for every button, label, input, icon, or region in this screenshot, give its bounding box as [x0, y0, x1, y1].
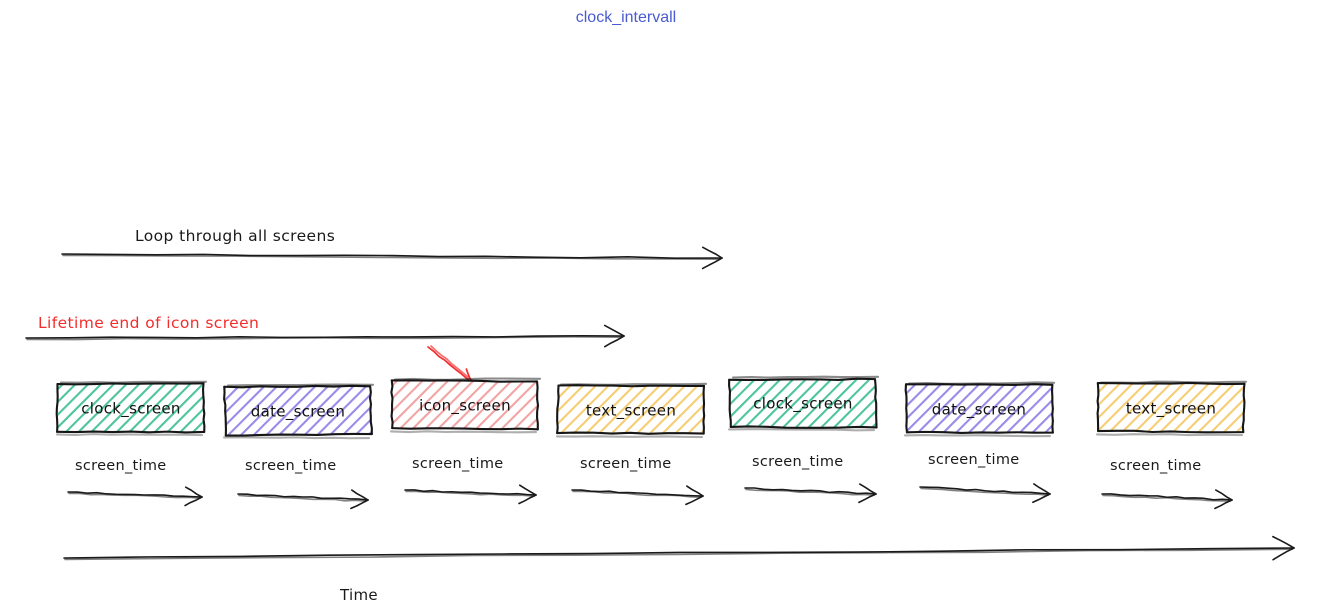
screen-time-2: screen_time [237, 458, 369, 510]
annotation-arrow [61, 246, 723, 270]
screen-box-fill [392, 381, 538, 429]
screen-time-arrow [1101, 489, 1233, 510]
screen-box-text-7[interactable]: text_screen [1095, 380, 1248, 437]
screen-time-label: screen_time [412, 456, 504, 472]
screen-time-arrow [571, 485, 704, 506]
time-axis-arrow [63, 535, 1295, 561]
screen-box-border [555, 382, 708, 439]
screen-time-label: screen_time [75, 458, 167, 474]
screen-box-label: clock_screen [81, 400, 181, 419]
screen-box-date-6[interactable]: date_screen [903, 381, 1056, 438]
screen-box-fill [225, 387, 371, 435]
annotation-loop-through-all-screens: Loop through all screens [61, 227, 723, 270]
screen-time-arrow [744, 483, 877, 504]
screen-box-label: text_screen [586, 402, 676, 421]
screen-box-label: clock_screen [753, 395, 853, 414]
screen-box-label: text_screen [1126, 400, 1216, 419]
screen-time-arrow [404, 484, 537, 505]
screen-time-arrow [67, 486, 203, 507]
screen-time-7: screen_time [1101, 458, 1233, 510]
annotation-arrow [25, 324, 625, 348]
screen-time-6: screen_time [919, 452, 1051, 504]
time-axis-label: Time [339, 586, 378, 604]
screen-time-arrow [919, 483, 1051, 504]
annotation-label: Loop through all screens [135, 227, 335, 245]
screen-box-label: date_screen [932, 401, 1027, 420]
screen-box-clock-1[interactable]: clock_screen [55, 380, 208, 437]
screen-time-label: screen_time [928, 452, 1020, 468]
screen-box-border [903, 381, 1056, 438]
screen-box-clock-5[interactable]: clock_screen [727, 375, 880, 432]
annotation-lifetime-end-of-icon-screen: Lifetime end of icon screen [25, 314, 625, 348]
screen-box-border [55, 380, 208, 437]
annotation-label: Lifetime end of icon screen [38, 314, 259, 332]
screen-box-fill [558, 386, 704, 434]
screen-boxes-group: clock_screen screen_time date_screenscreen… [55, 375, 1248, 510]
page-title: clock_intervall [576, 9, 676, 26]
time-axis-group: Time [63, 535, 1295, 604]
screen-time-label: screen_time [1110, 458, 1202, 474]
screen-box-icon-3[interactable]: icon_screen [389, 377, 542, 434]
screen-box-date-2[interactable]: date_screen [222, 383, 375, 440]
screen-box-fill [906, 385, 1052, 433]
icon-screen-pointer-arrow [427, 345, 474, 384]
icon-screen-pointer [427, 345, 474, 384]
screen-box-fill [730, 379, 876, 427]
screen-box-label: icon_screen [419, 397, 511, 416]
screen-box-text-4[interactable]: text_screen [555, 382, 708, 439]
screen-time-label: screen_time [752, 454, 844, 470]
screen-box-border [389, 377, 542, 434]
screen-time-1: screen_time [67, 458, 203, 507]
screen-time-4: screen_time [571, 456, 704, 506]
screen-box-fill [58, 384, 204, 432]
screen-time-label: screen_time [245, 458, 337, 474]
screen-time-3: screen_time [404, 456, 537, 505]
screen-box-border [727, 375, 880, 432]
screen-time-5: screen_time [744, 454, 877, 504]
screen-time-label: screen_time [580, 456, 672, 472]
screen-box-border [1095, 380, 1248, 437]
screen-box-border [222, 383, 375, 440]
screen-box-label: date_screen [251, 403, 346, 422]
screen-time-arrow [237, 489, 369, 510]
screen-box-fill [1098, 384, 1244, 432]
